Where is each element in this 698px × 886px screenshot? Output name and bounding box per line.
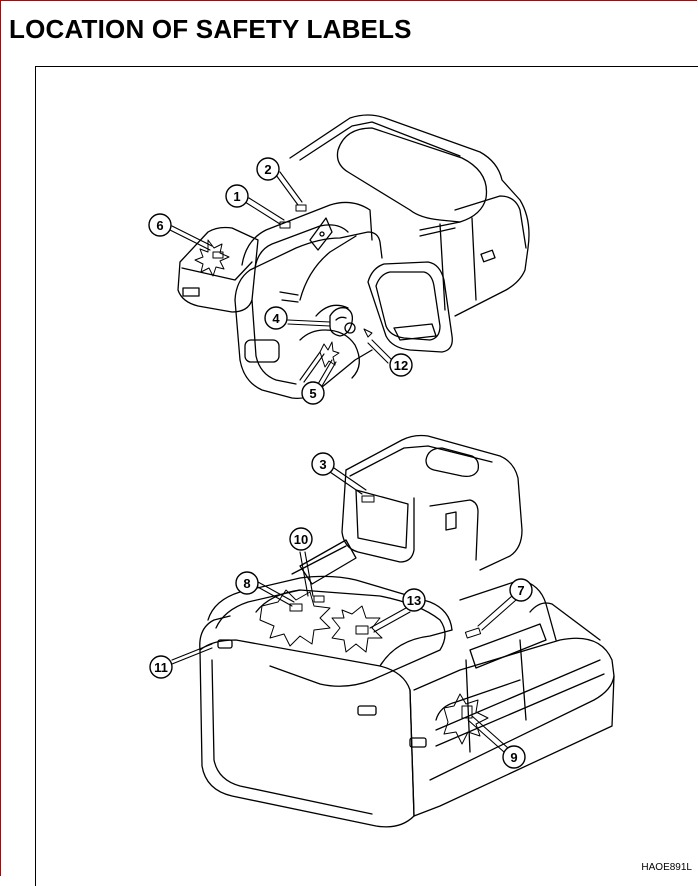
callout-5-label: 5 <box>309 386 316 401</box>
label-markers-top <box>194 204 373 368</box>
callout-9: 9 <box>502 745 526 769</box>
cab-interior-drawing <box>177 114 530 400</box>
callout-9-label: 9 <box>510 750 517 765</box>
callout-1-label: 1 <box>233 189 240 204</box>
callout-11-label: 11 <box>154 660 168 675</box>
callout-7-label: 7 <box>517 583 524 598</box>
callout-12-label: 12 <box>394 358 408 373</box>
callout-3-label: 3 <box>319 457 326 472</box>
leader-arrows-top <box>169 171 393 387</box>
leader-arrows-bottom <box>171 467 517 753</box>
callout-2-label: 2 <box>264 162 271 177</box>
callout-6-label: 6 <box>156 218 163 233</box>
callout-8: 8 <box>235 571 259 595</box>
callout-6: 6 <box>148 213 172 237</box>
figure-code: HAOE891L <box>641 862 692 873</box>
figure-frame <box>35 66 698 886</box>
callout-2: 2 <box>256 157 280 181</box>
page-title: LOCATION OF SAFETY LABELS <box>9 14 412 44</box>
callout-3: 3 <box>311 452 335 476</box>
callout-4-label: 4 <box>272 311 280 326</box>
callout-1: 1 <box>225 184 249 208</box>
callout-10-label: 10 <box>294 532 308 547</box>
callout-5: 5 <box>301 381 325 405</box>
callout-4: 4 <box>264 306 288 330</box>
callout-12: 12 <box>389 353 413 377</box>
label-markers-bottom <box>259 495 489 745</box>
callout-13-label: 13 <box>407 593 421 608</box>
machine-exterior-drawing <box>199 434 615 828</box>
callouts: 1 2 3 4 5 6 7 8 9 10 11 12 13 <box>148 157 533 769</box>
callout-10: 10 <box>289 527 313 551</box>
callout-8-label: 8 <box>243 576 250 591</box>
callout-7: 7 <box>509 578 533 602</box>
callout-13: 13 <box>402 588 426 612</box>
callout-11: 11 <box>149 655 173 679</box>
